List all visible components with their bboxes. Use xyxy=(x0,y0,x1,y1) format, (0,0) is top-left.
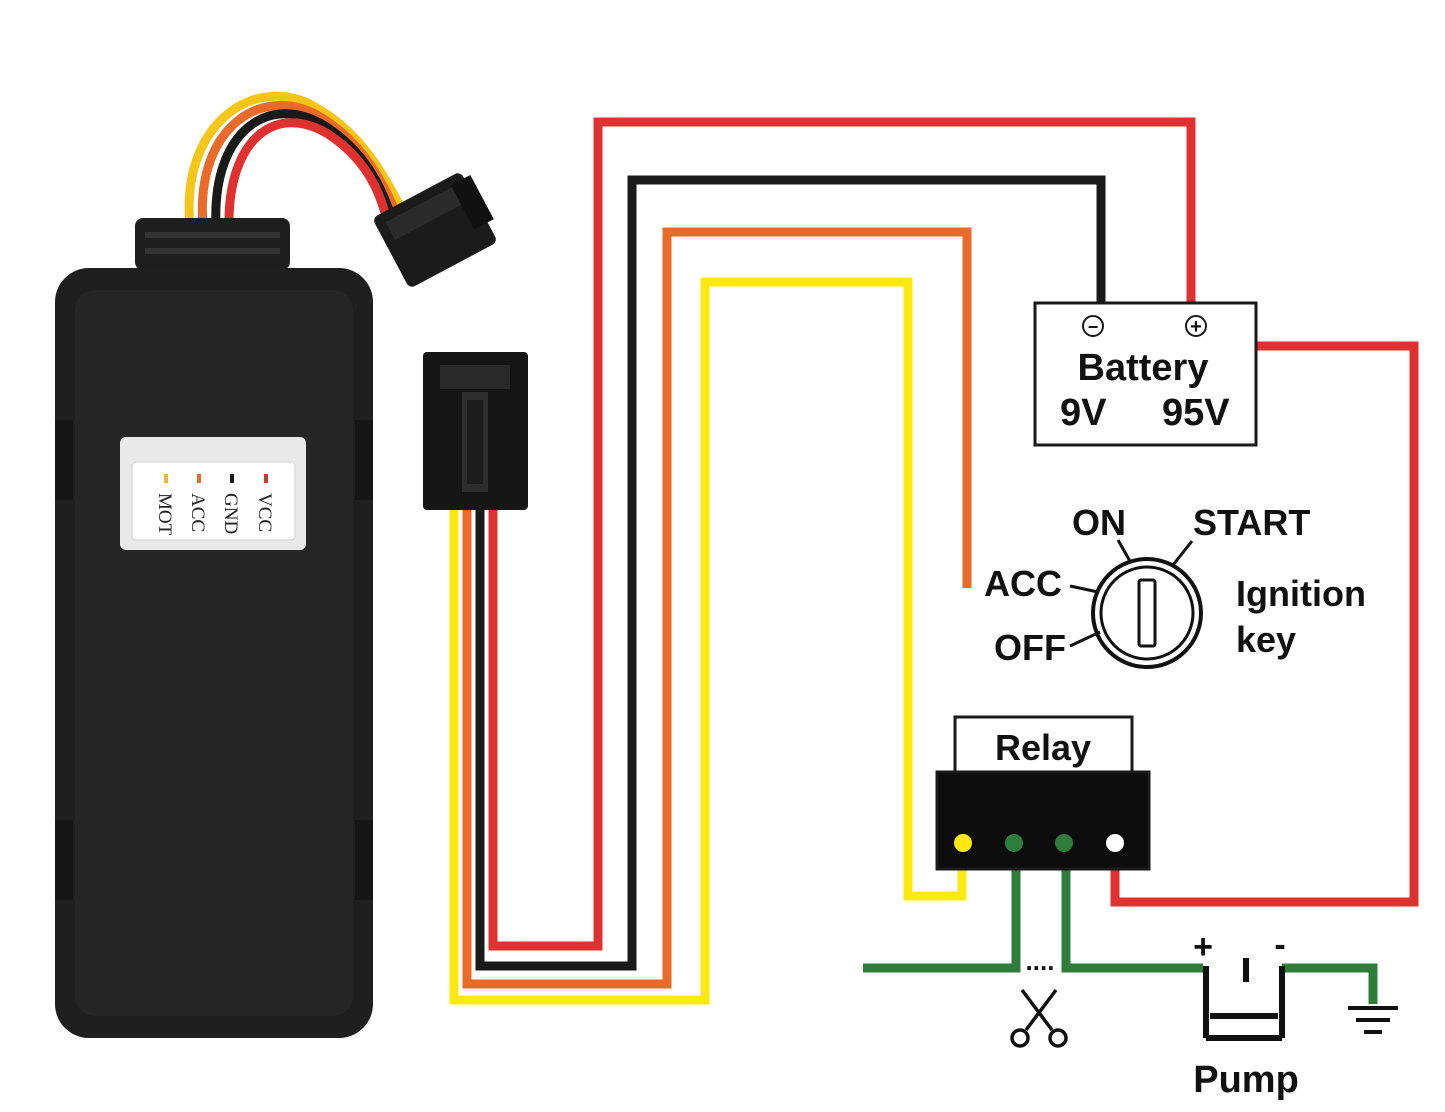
ignition-position-on: ON xyxy=(1072,502,1126,543)
relay: Relay xyxy=(935,715,1151,871)
pump-plus: + xyxy=(1193,928,1213,966)
wire-green-left xyxy=(863,866,1021,973)
ignition-switch: ON START ACC OFF Ignition key xyxy=(984,502,1366,669)
harness-connector xyxy=(423,352,528,510)
battery-minus: − xyxy=(1088,317,1099,337)
device-cable xyxy=(184,91,409,235)
relay-title: Relay xyxy=(995,727,1091,768)
ignition-label-line1: Ignition xyxy=(1236,573,1366,614)
ignition-label-line2: key xyxy=(1236,619,1296,660)
device-plug xyxy=(374,173,496,287)
device-pin-label-vcc: VCC xyxy=(254,493,275,532)
relay-pin-1 xyxy=(954,834,972,852)
ignition-position-off: OFF xyxy=(994,627,1066,668)
wire-battery-relay-red xyxy=(1110,341,1419,907)
gps-tracker-device: VCC GND ACC MOT xyxy=(55,91,496,1038)
device-label-sticker xyxy=(120,437,306,550)
device-pin-color-acc xyxy=(197,474,201,483)
wire-acc-orange xyxy=(462,227,972,989)
wire-mot-yellow xyxy=(449,277,967,1005)
battery-minus-icon xyxy=(1082,315,1104,337)
device-strain-relief xyxy=(135,218,290,270)
scissors-icon xyxy=(1010,988,1068,1048)
wire-gnd-black xyxy=(475,175,1106,971)
pump-minus: - xyxy=(1274,926,1285,964)
pump-label: Pump xyxy=(1193,1059,1299,1101)
device-pin-color-mot xyxy=(164,474,168,483)
relay-pins xyxy=(954,834,1124,852)
cut-marker: .... xyxy=(1026,946,1055,976)
device-pin-label-mot: MOT xyxy=(154,493,175,536)
battery-title: Battery xyxy=(1078,347,1209,389)
ground-icon xyxy=(1348,1006,1398,1034)
device-pin-color-vcc xyxy=(264,474,268,483)
ignition-position-start: START xyxy=(1193,502,1310,543)
pump: + - Pump xyxy=(1193,926,1299,1101)
pump-icon xyxy=(1203,958,1285,1041)
device-pin-color-gnd xyxy=(230,474,234,483)
relay-pin-3 xyxy=(1055,834,1073,852)
device-pin-labels: VCC GND ACC MOT xyxy=(154,474,275,536)
relay-pin-4 xyxy=(1106,834,1124,852)
ignition-position-acc: ACC xyxy=(984,563,1062,604)
battery-plus: + xyxy=(1190,316,1202,338)
battery: − + Battery 9V 95V xyxy=(1033,301,1258,447)
ignition-key-icon xyxy=(1069,539,1203,669)
battery-plus-icon xyxy=(1185,315,1207,337)
device-pin-label-gnd: GND xyxy=(220,493,241,534)
wire-vcc-red xyxy=(488,117,1196,951)
device-pin-label-acc: ACC xyxy=(187,493,208,532)
relay-pin-2 xyxy=(1005,834,1023,852)
wire-green-ground xyxy=(1282,963,1378,1004)
wire-green-right xyxy=(1061,866,1203,973)
battery-voltage-left: 9V xyxy=(1060,392,1107,434)
battery-voltage-right: 95V xyxy=(1162,392,1230,434)
wires xyxy=(449,117,1419,1005)
